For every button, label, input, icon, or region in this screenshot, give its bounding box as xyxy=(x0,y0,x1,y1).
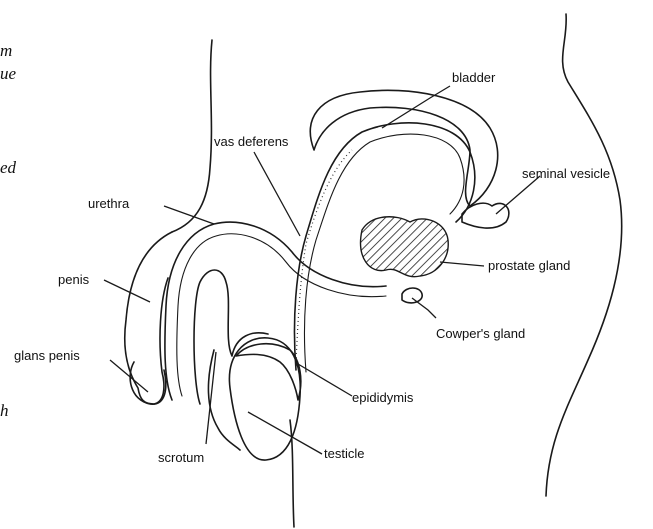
leader-epididymis xyxy=(298,364,352,396)
prostate-shape xyxy=(361,217,449,277)
margin-fragment-1: m xyxy=(0,41,12,60)
epididymis-outline xyxy=(236,344,301,400)
leader-cowpers xyxy=(412,298,436,318)
margin-fragment-2: ue xyxy=(0,64,17,83)
label-glans-penis: glans penis xyxy=(14,348,80,363)
leader-prostate xyxy=(440,262,484,266)
label-bladder: bladder xyxy=(452,70,496,85)
margin-fragment-3: ed xyxy=(0,158,17,177)
label-vas-deferens: vas deferens xyxy=(214,134,289,149)
scrotum-front-line xyxy=(208,350,240,450)
label-penis: penis xyxy=(58,272,90,287)
front-body-outline xyxy=(172,40,212,232)
urethra-inner xyxy=(177,234,386,396)
cowpers-gland-shape xyxy=(402,288,422,303)
leader-testicle xyxy=(248,412,322,454)
label-seminal-vesicle: seminal vesicle xyxy=(522,166,610,181)
back-outline xyxy=(546,14,622,496)
leader-vas-deferens xyxy=(254,152,300,236)
scrotum-outline xyxy=(194,270,268,404)
urethra-outer xyxy=(165,222,386,400)
bladder-shape xyxy=(310,90,497,206)
label-epididymis: epididymis xyxy=(352,390,414,405)
leader-seminal-vesicle xyxy=(496,176,540,214)
label-prostate-gland: prostate gland xyxy=(488,258,570,273)
label-urethra: urethra xyxy=(88,196,130,211)
leader-glans xyxy=(110,360,148,392)
margin-fragment-4: h xyxy=(0,401,9,420)
label-scrotum: scrotum xyxy=(158,450,204,465)
leader-penis xyxy=(104,280,150,302)
seminal-vesicle-shape xyxy=(462,203,509,228)
label-testicle: testicle xyxy=(324,446,364,461)
label-cowpers-gland: Cowper's gland xyxy=(436,326,525,341)
